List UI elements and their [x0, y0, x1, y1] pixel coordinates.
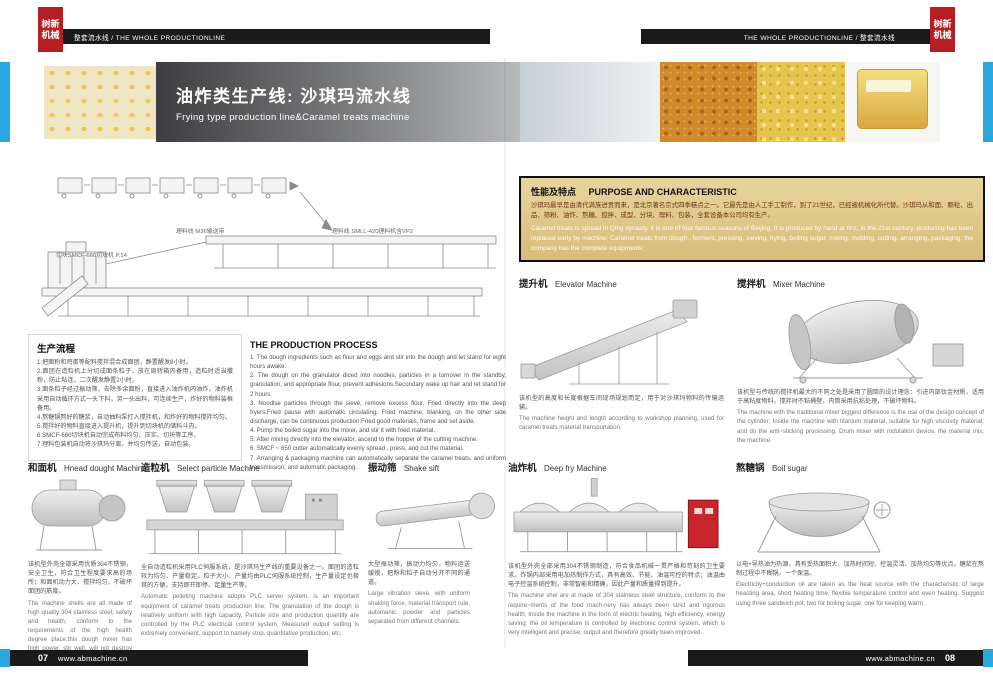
elevator-desc-cn: 该机型的高度和长度根据车间现场规划而定，用于对沙琪玛物料的传输运输。	[519, 395, 724, 412]
process-section-en: THE PRODUCTION PROCESS 1. The dough ingr…	[250, 334, 506, 471]
sugar-desc-cn: 以电+导热油为热源，具有受热面积大、加热时间短、控温灵活、加热均匀等优点。糖浆在…	[736, 561, 984, 578]
dough-name-cn: 和面机	[28, 463, 57, 474]
particle-name-en: Select particle Machine	[176, 464, 260, 473]
brand-logo-left: 树新 机械	[38, 7, 63, 52]
fryer-desc-en: The machine shel are al made of 304 stai…	[508, 592, 725, 636]
boil-sugar-illustration	[736, 470, 901, 558]
header-left-text: 整套流水线 / THE WHOLE PRODUCTIONLINE	[74, 34, 226, 42]
elevator-illustration	[519, 288, 724, 390]
shake-sift-illustration	[368, 472, 498, 554]
dough-machine-label: 和面机 Hnead dought Machine	[28, 458, 147, 476]
snack-photo-left	[44, 66, 156, 139]
banner-accent-strip-left	[0, 62, 10, 142]
banner-title-area: 油炸类生产线: 沙琪玛流水线 Frying type production li…	[156, 62, 520, 142]
characteristics-title: 性能及特点 PURPOSE AND CHARACTERISTIC	[531, 185, 973, 198]
boil-sugar-description: 以电+导热油为热源，具有受热面积大、加热时间短、控温灵活、加热均匀等优点。糖浆在…	[736, 560, 984, 608]
particle-machine-illustration	[141, 470, 359, 558]
diagram-label-conveyor: 理料线 M36输送带	[176, 229, 225, 235]
footer-bar-right: www.abmachine.cn 08	[688, 650, 983, 666]
particle-machine-label: 造粒机 Select particle Machine	[141, 458, 260, 476]
page-fold	[504, 58, 507, 648]
website-url-right: www.abmachine.cn	[865, 653, 935, 663]
sieve-desc-en: Large vibration sieve, with uniform shak…	[368, 590, 470, 625]
sugar-name-cn: 熬糖锅	[736, 463, 765, 474]
fryer-name-cn: 油炸机	[508, 463, 537, 474]
deep-fry-illustration	[508, 470, 724, 558]
fryer-desc-cn: 该机型外壳全部采用304不锈钢制造，符合食品机械一贯严格和苛刻的卫生要求。炸锅内…	[508, 563, 725, 589]
dough-name-en: Hnead dought Machine	[63, 464, 147, 473]
banner-accent-strip-right	[983, 62, 993, 142]
elevator-label: 提升机 Elevator Machine	[519, 274, 617, 292]
process-steps-en: 1. The dough ingredients such as flour a…	[250, 354, 506, 471]
characteristics-box: 性能及特点 PURPOSE AND CHARACTERISTIC 沙琪玛最早是由…	[519, 176, 985, 262]
characteristics-title-en: PURPOSE AND CHARACTERISTIC	[588, 187, 737, 197]
package-bag-graphic	[857, 69, 928, 129]
sugar-desc-en: Electricity+conduction oil are taken as …	[736, 581, 984, 607]
sieve-name-en: Shake sift	[403, 464, 440, 473]
header-bar-right: THE WHOLE PRODUCTIONLINE / 整套流水线	[641, 29, 931, 44]
process-title-en: THE PRODUCTION PROCESS	[250, 340, 378, 350]
brand-logo-text: 树新 机械	[41, 19, 60, 40]
particle-name-cn: 造粒机	[141, 463, 170, 474]
sieve-desc-cn: 大型振动筛，振动力均匀，物料运送缓慢，把粉和粒子自动分开不同的通道。	[368, 561, 470, 587]
process-title-cn: 生产流程	[37, 344, 76, 355]
particle-desc-en: Automatic pelleting machine adopts PLC s…	[141, 593, 359, 637]
mixer-label: 搅拌机 Mixer Machine	[737, 274, 825, 292]
diagram-label-arranging: 理料线 SMLL-420理料机含VP2	[332, 229, 414, 235]
production-line-diagram	[41, 177, 497, 317]
mixer-name-en: Mixer Machine	[772, 280, 825, 289]
header-bar-left: 整套流水线 / THE WHOLE PRODUCTIONLINE	[38, 29, 490, 44]
snack-texture-photo	[757, 62, 845, 142]
characteristics-body-en: Caramel treats is spread in Qing dynasty…	[531, 224, 973, 252]
page-number-right: 08	[944, 653, 955, 663]
elevator-name-en: Elevator Machine	[554, 280, 617, 289]
mixer-desc-en: The machine with the traditional mixer b…	[737, 409, 984, 444]
sieve-name-cn: 振动筛	[368, 463, 397, 474]
elevator-desc-en: The machine height and length according …	[519, 415, 724, 432]
sugar-name-en: Boil sugar	[771, 464, 808, 473]
deep-fry-label: 油炸机 Deep fry Machine	[508, 458, 607, 476]
footer-bar-left: 07 www.abmachine.cn	[10, 650, 308, 666]
brand-logo-right: 树新 机械	[930, 7, 955, 52]
mixer-name-cn: 搅拌机	[737, 279, 766, 290]
deep-fry-description: 该机型外壳全部采用304不锈钢制造，符合食品机械一贯严格和苛刻的卫生要求。炸锅内…	[508, 562, 725, 637]
mixer-description: 该机型与传统的搅拌机最大的不同之处是采用了圆筒的设计理念：引进内部钛金材质，适用…	[737, 388, 984, 445]
shake-sift-label: 振动筛 Shake sift	[368, 458, 439, 476]
process-section-cn: 生产流程 1.把面粉和鸡蛋等配料搅拌混合成面团，静置醒发8小时。 2.面团在造粒…	[28, 334, 242, 461]
mixer-illustration	[737, 286, 983, 384]
characteristics-title-cn: 性能及特点	[531, 187, 577, 197]
diagram-label-cutter: 切块SMCF-660切块机 P.14	[56, 253, 127, 259]
fryer-name-en: Deep fry Machine	[543, 464, 607, 473]
header-right-text: THE WHOLE PRODUCTIONLINE / 整套流水线	[743, 34, 895, 42]
brand-logo-text: 树新 机械	[933, 19, 952, 40]
page-title-en: Frying type production line&Caramel trea…	[176, 111, 410, 123]
dough-machine-description: 该机型外壳全部采用优质304不锈钢，安全卫生，符合卫生程度要求高的场所；和面机动…	[28, 560, 132, 663]
mixer-desc-cn: 该机型与传统的搅拌机最大的不同之处是采用了圆筒的设计理念：引进内部钛金材质，适用…	[737, 389, 984, 406]
particle-desc-cn: 全自动造粒机采用PLC伺服系统，是沙琪玛生产线的重要设备之一。面团的造粒较为均匀…	[141, 564, 359, 590]
website-url-left: www.abmachine.cn	[58, 653, 128, 663]
shake-sift-description: 大型振动筛，振动力均匀，物料运送缓慢，把粉和粒子自动分开不同的通道。 Large…	[368, 560, 470, 626]
fried-texture-photo	[660, 62, 757, 142]
elevator-name-cn: 提升机	[519, 279, 548, 290]
boil-sugar-label: 熬糖锅 Boil sugar	[736, 458, 808, 476]
dough-desc-cn: 该机型外壳全部采用优质304不锈钢，安全卫生，符合卫生程度要求高的场所；和面机动…	[28, 561, 132, 596]
page-title-cn: 油炸类生产线: 沙琪玛流水线	[176, 86, 412, 106]
page-number-left: 07	[38, 653, 49, 663]
dough-machine-illustration	[28, 472, 131, 556]
footer-accent-right	[983, 649, 993, 667]
footer-accent-left	[0, 649, 10, 667]
process-steps-cn: 1.把面粉和鸡蛋等配料搅拌混合成面团，静置醒发8小时。 2.面团在造粒机上分切成…	[37, 359, 233, 449]
product-package-photo	[845, 62, 940, 142]
particle-machine-description: 全自动造粒机采用PLC伺服系统，是沙琪玛生产线的重要设备之一。面团的造粒较为均匀…	[141, 563, 359, 638]
characteristics-body-cn: 沙琪玛最早是由清代满族进贡而来，是北京著名京式四季糕点之一。它最先是由人工手工制…	[531, 202, 973, 219]
elevator-description: 该机型的高度和长度根据车间现场规划而定，用于对沙琪玛物料的传输运输。 The m…	[519, 394, 724, 433]
banner-gradient-photo	[520, 62, 660, 142]
